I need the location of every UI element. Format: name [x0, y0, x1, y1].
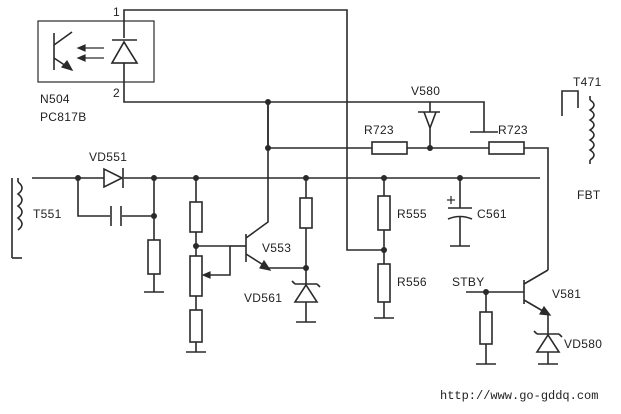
- label-v581: V581: [552, 287, 581, 301]
- transistor-v581: [523, 269, 552, 334]
- transistor-v553: [230, 102, 306, 271]
- zener-vd561: [291, 178, 321, 323]
- label-v553: V553: [262, 241, 291, 255]
- label-vd551: VD551: [89, 150, 127, 164]
- label-r556: R556: [397, 275, 427, 289]
- optocoupler-n504: [37, 20, 155, 83]
- zener-vd580: [533, 330, 563, 365]
- standby-branch: [466, 291, 524, 365]
- label-pin1: 1: [113, 5, 120, 19]
- label-n504: N504: [40, 92, 70, 106]
- resistors-r555-r556: [374, 178, 394, 319]
- footer-url[interactable]: http://www.go-gddq.com: [440, 389, 598, 403]
- label-vd580: VD580: [564, 337, 602, 351]
- transformer-t471: [561, 90, 595, 164]
- label-t551: T551: [33, 207, 62, 221]
- resistor-r723-left: [371, 141, 408, 155]
- transformer-t551: [11, 178, 23, 259]
- label-vd561: VD561: [244, 291, 282, 305]
- resistor-left-ground: [147, 239, 161, 275]
- diode-vd551: [103, 167, 124, 189]
- resistor-r723-right: [488, 141, 525, 155]
- label-pc817b: PC817B: [40, 110, 87, 124]
- divider-chain: [186, 178, 231, 353]
- wires-top: [123, 9, 549, 270]
- capacitor-left: [110, 206, 122, 226]
- label-r555: R555: [397, 207, 427, 221]
- label-r723-right: R723: [498, 123, 528, 137]
- label-t471: T471: [573, 75, 602, 89]
- junction-dots: [75, 99, 489, 295]
- label-stby: STBY: [452, 275, 485, 289]
- label-c561: C561: [477, 207, 507, 221]
- label-v580: V580: [411, 84, 440, 98]
- label-fbt: FBT: [577, 188, 601, 202]
- label-pin2: 2: [113, 86, 120, 100]
- label-r723-left: R723: [364, 123, 394, 137]
- capacitor-c561: [447, 178, 473, 247]
